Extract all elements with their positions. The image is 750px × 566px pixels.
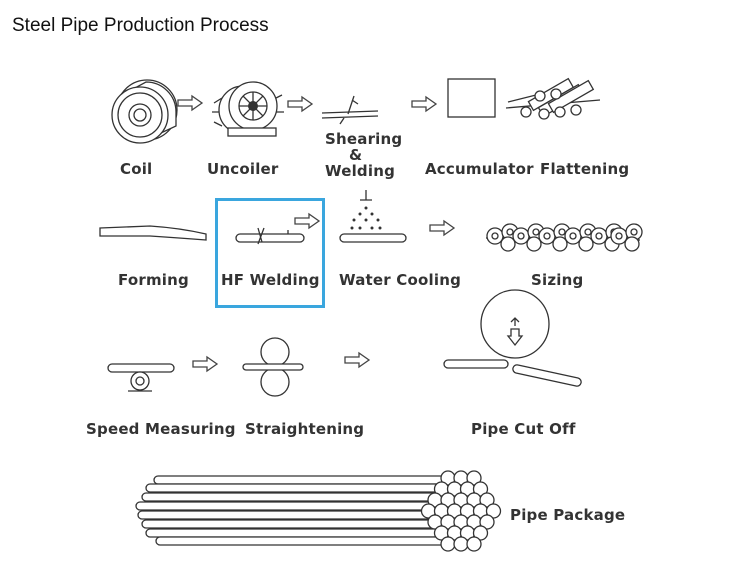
straightening-icon — [242, 337, 304, 397]
accumulator-icon — [447, 78, 496, 118]
label-flattening: Flattening — [540, 160, 630, 178]
label-hf-welding: HF Welding — [221, 271, 320, 289]
page-title: Steel Pipe Production Process — [12, 15, 269, 36]
label-accumulator: Accumulator — [425, 160, 534, 178]
label-straightening: Straightening — [245, 420, 365, 438]
label-coil: Coil — [120, 160, 153, 178]
water-cooling-icon — [339, 190, 407, 243]
forming-icon — [99, 225, 207, 241]
shearing-welding-icon — [321, 95, 379, 125]
hf-welding-highlight-box — [215, 198, 325, 308]
coil-icon — [111, 79, 178, 144]
label-sizing: Sizing — [531, 271, 584, 289]
pipe-package-icon — [135, 470, 502, 552]
arrow-icon — [411, 96, 437, 112]
label-shearing: Shearing — [325, 130, 403, 148]
arrow-icon — [192, 356, 218, 372]
label-pipe-cut-off: Pipe Cut Off — [471, 420, 576, 438]
label-welding: Welding — [325, 162, 396, 180]
speed-measuring-icon — [107, 363, 175, 392]
arrow-icon — [177, 95, 203, 111]
label-water-cooling: Water Cooling — [339, 271, 462, 289]
flattening-icon — [505, 77, 601, 120]
uncoiler-icon — [212, 81, 284, 137]
label-uncoiler: Uncoiler — [207, 160, 279, 178]
label-forming: Forming — [118, 271, 189, 289]
arrow-icon — [429, 220, 455, 236]
pipe-cut-off-icon — [443, 289, 582, 387]
arrow-icon — [344, 352, 370, 368]
arrow-icon — [287, 96, 313, 112]
label-speed-measuring: Speed Measuring — [86, 420, 236, 438]
label-ampersand: & — [349, 146, 363, 164]
hf-welding-icon — [235, 227, 305, 245]
label-pipe-package: Pipe Package — [510, 506, 626, 524]
sizing-icon — [485, 223, 643, 252]
